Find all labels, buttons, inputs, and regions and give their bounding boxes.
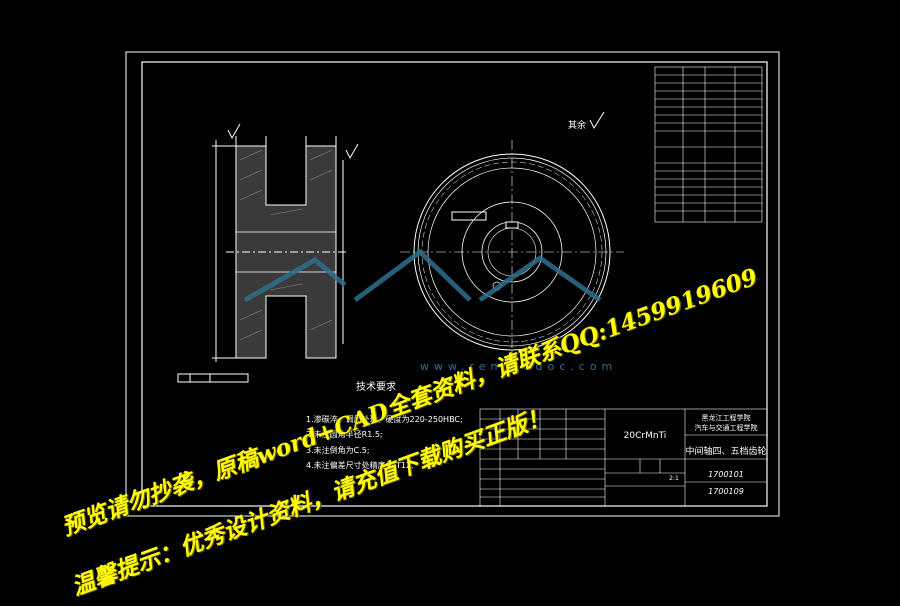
tech-title: 技术要求 bbox=[356, 382, 396, 393]
roughness-symbol-icon bbox=[589, 111, 605, 130]
roughness-label: 其余 bbox=[568, 119, 586, 131]
inner-frame bbox=[141, 61, 768, 507]
site-logo-icon bbox=[243, 248, 602, 303]
gear-front-view bbox=[400, 140, 624, 364]
tech-item-3: 3.未注倒角为C.5; bbox=[306, 446, 370, 455]
title-school-1: 黑龙江工程学院 bbox=[702, 413, 751, 422]
title-part-name: 中间轴四、五档齿轮 bbox=[685, 445, 766, 457]
parameter-table bbox=[654, 66, 763, 223]
title-drawing-no-2: 1700109 bbox=[708, 487, 744, 496]
site-url: www.renrendoc.com bbox=[420, 360, 617, 373]
tech-item-1: 1.渗碳淬，调质处理，硬度为220-250HBC; bbox=[306, 415, 463, 424]
title-scale: 2:1 bbox=[669, 475, 679, 482]
title-drawing-no-1: 1700101 bbox=[708, 470, 744, 479]
title-material: 20CrMnTi bbox=[624, 431, 667, 441]
gear-section-view bbox=[177, 123, 359, 383]
tech-item-2: 2.未注圆角半径R1.5; bbox=[306, 430, 383, 439]
outer-frame bbox=[125, 51, 780, 517]
title-school-2: 汽车与交通工程学院 bbox=[695, 423, 758, 432]
tech-item-4: 4.未注偏差尺寸处精度为IT12. bbox=[306, 461, 414, 470]
title-block-grid bbox=[479, 408, 768, 507]
